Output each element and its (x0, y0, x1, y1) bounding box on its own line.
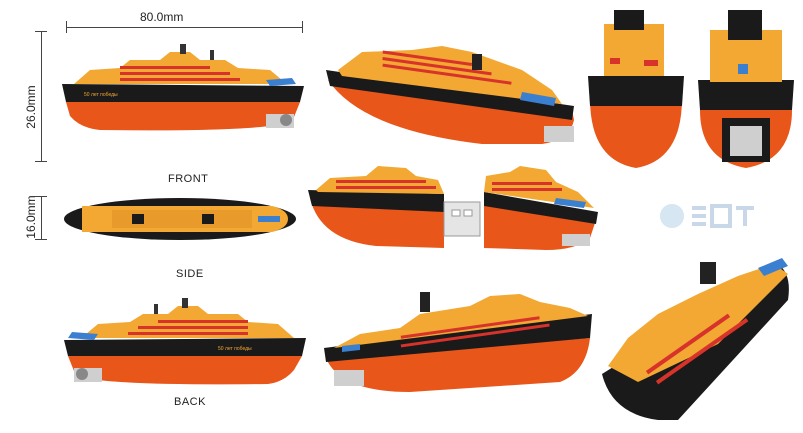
length-dimension-tick-left (66, 21, 67, 33)
ship-perspective-view-4 (602, 258, 789, 420)
back-view-label: BACK (174, 396, 206, 408)
ship-name-text-back: 50 лет победы (218, 346, 252, 352)
ship-back-view: 50 лет победы (64, 298, 306, 385)
height-dimension-line (41, 31, 42, 161)
ship-bow-view (588, 10, 684, 168)
ship-perspective-view-1 (326, 46, 574, 144)
ship-top-view (64, 198, 296, 240)
height-dimension-label: 26.0mm (24, 85, 38, 129)
width-dimension-line (41, 196, 42, 239)
length-dimension-tick-right (302, 21, 303, 33)
egi-logo (660, 204, 754, 228)
width-dimension-tick-bottom (35, 239, 47, 240)
height-dimension-tick-top (35, 31, 47, 32)
height-dimension-tick-bottom (35, 161, 47, 162)
ship-usb-open-view (308, 166, 598, 250)
width-dimension-tick-top (35, 196, 47, 197)
ship-stern-view (698, 10, 794, 168)
front-view-label: FRONT (168, 173, 209, 185)
ship-name-text-front: 50 лет победы (84, 92, 118, 98)
side-view-label: SIDE (176, 268, 204, 280)
ship-perspective-view-3 (324, 292, 592, 392)
ship-front-view: 50 лет победы (62, 44, 304, 131)
width-dimension-label: 16.0mm (24, 195, 38, 239)
length-dimension-line (66, 27, 302, 28)
length-dimension-label: 80.0mm (140, 10, 184, 24)
